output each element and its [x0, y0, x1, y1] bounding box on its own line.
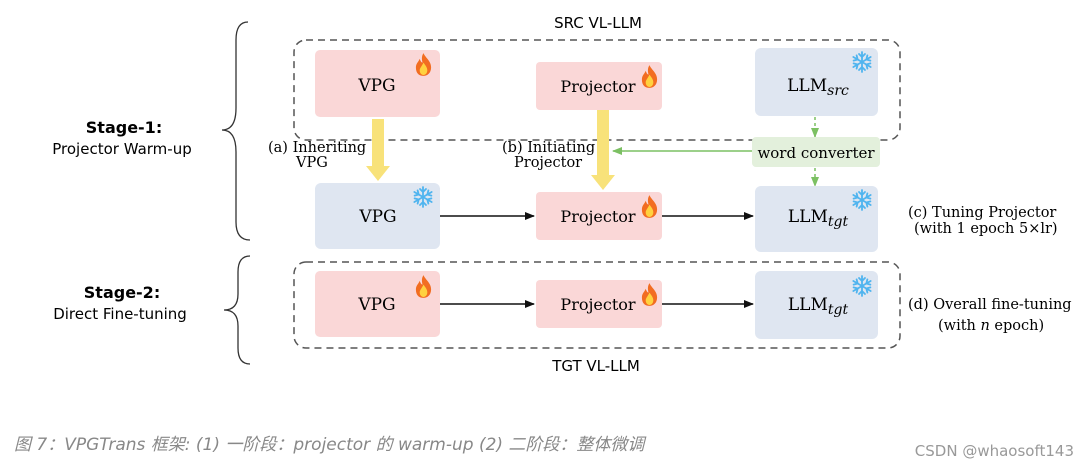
word-converter-box: word converter: [752, 137, 880, 167]
row1-projector-label: Projector: [560, 77, 636, 96]
stage1-title: Stage-1:: [86, 118, 162, 137]
row1-vpg-box: VPG: [315, 50, 440, 117]
annotation-d-line1: (d) Overall fine-tuning: [908, 297, 1072, 313]
row1-vpg-label: VPG: [357, 76, 395, 96]
annotation-c-line1: (c) Tuning Projector: [908, 205, 1056, 221]
row3-vpg-label: VPG: [357, 295, 395, 315]
word-converter-label: word converter: [757, 144, 875, 162]
tgt-vl-llm-label: TGT VL-LLM: [551, 357, 640, 375]
row3-projector-box: Projector: [536, 280, 662, 328]
llm-src-label: LLMsrc: [787, 76, 849, 99]
row1-projector-box: Projector: [536, 62, 662, 110]
row2-vpg-box: VPG: [315, 183, 440, 249]
annotation-b-line2: Projector: [514, 155, 582, 171]
row2-projector-label: Projector: [560, 207, 636, 226]
annotation-a-line1: (a) Inheriting: [268, 140, 366, 156]
row2-llm-tgt-label: LLMtgt: [788, 207, 849, 230]
stage1-brace: [221, 21, 251, 241]
annotation-a-line2: VPG: [295, 155, 328, 171]
stage2-title: Stage-2:: [84, 283, 160, 302]
stage2-subtitle: Direct Fine-tuning: [53, 305, 187, 323]
row2-projector-box: Projector: [536, 192, 662, 240]
row2-llm-tgt-box: LLMtgt: [755, 186, 878, 252]
row3-llm-tgt-label: LLMtgt: [788, 295, 849, 318]
src-vl-llm-label: SRC VL-LLM: [554, 14, 642, 32]
row1-llm-src-box: LLMsrc: [755, 48, 878, 116]
figure-caption: 图 7：VPGTrans 框架: (1) 一阶段：projector 的 war…: [14, 435, 645, 455]
stage2-brace: [223, 255, 251, 365]
row3-vpg-box: VPG: [315, 271, 440, 337]
vpgtrans-diagram: Stage-1: Projector Warm-up Stage-2: Dire…: [52, 14, 1072, 375]
annotation-c-line2: (with 1 epoch 5×lr): [914, 221, 1058, 237]
row3-llm-tgt-box: LLMtgt: [755, 271, 878, 339]
annotation-b-line1: (b) Initiating: [502, 140, 595, 156]
stage1-subtitle: Projector Warm-up: [52, 140, 191, 158]
annotation-d-line2: (with n epoch): [938, 318, 1044, 334]
inherit-vpg-arrow: [366, 119, 390, 181]
initiate-projector-arrow: [591, 110, 615, 190]
csdn-watermark: CSDN @whaosoft143: [914, 442, 1074, 460]
row3-projector-label: Projector: [560, 295, 636, 314]
tgt-vl-llm-container: [293, 261, 901, 349]
row2-vpg-label: VPG: [358, 207, 396, 227]
